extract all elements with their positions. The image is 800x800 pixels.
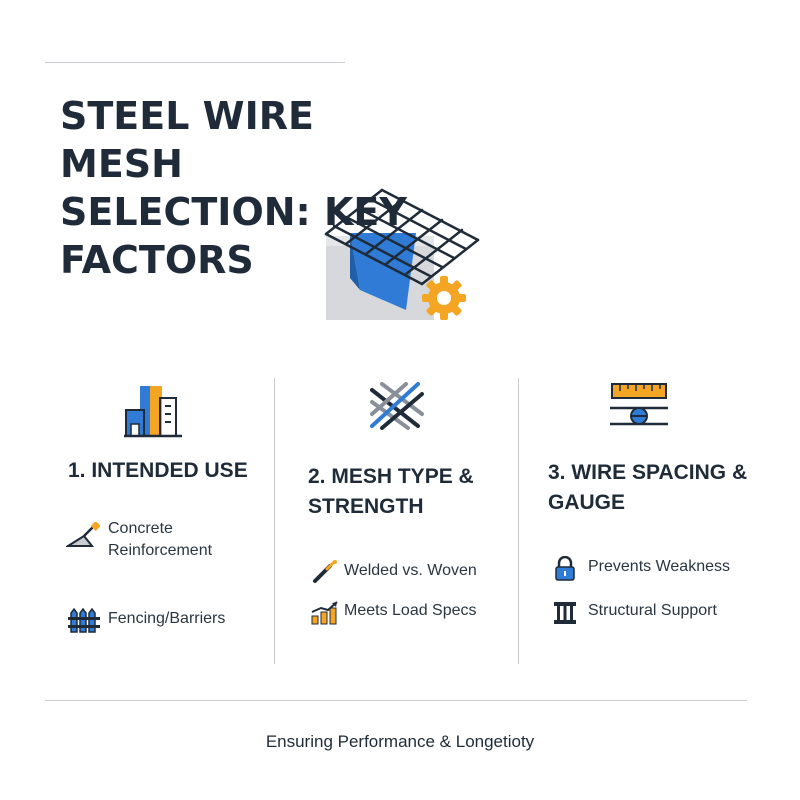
item-concrete-reinforcement: Concrete Reinforcement <box>108 520 213 559</box>
top-divider <box>45 62 345 63</box>
ruler-gauge-icon <box>610 383 668 426</box>
hero-illustration <box>324 188 480 320</box>
column-icon <box>554 602 576 624</box>
trowel-icon <box>66 522 100 547</box>
column-divider <box>274 378 275 664</box>
item-prevents-weakness: Prevents Weakness <box>588 558 730 575</box>
item-structural-support: Structural Support <box>588 602 717 619</box>
footer-tagline: Ensuring Performance & Longetioty <box>265 732 535 751</box>
crossed-wires-icon <box>370 382 424 430</box>
column-2-heading: 2. MESH TYPE & STRENGTH <box>308 465 474 518</box>
bottom-divider <box>45 700 747 701</box>
item-welded-vs-woven: Welded vs. Woven <box>344 562 477 579</box>
growth-chart-icon <box>311 601 338 625</box>
building-icon <box>124 386 182 438</box>
wire-mesh-grid-icon <box>324 188 480 286</box>
item-meets-load-specs: Meets Load Specs <box>344 602 477 619</box>
column-1-heading: 1. INTENDED USE <box>68 459 248 482</box>
welding-torch-icon <box>313 560 337 583</box>
lock-icon <box>555 556 575 581</box>
column-divider <box>518 378 519 664</box>
fence-icon <box>68 607 100 633</box>
item-fencing-barriers: Fencing/Barriers <box>108 610 226 627</box>
gear-icon <box>422 276 466 320</box>
page-title: STEEL WIRE MESH SELECTION: KEY FACTORS <box>60 94 407 282</box>
column-3-heading: 3. WIRE SPACING & GAUGE <box>548 461 748 514</box>
